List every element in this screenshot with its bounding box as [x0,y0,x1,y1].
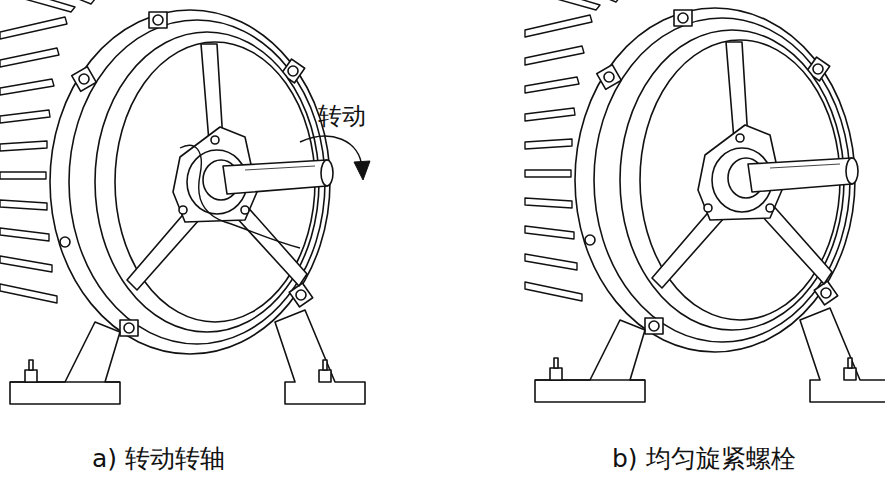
caption-b: b) 均匀旋紧螺栓 [612,444,796,474]
rotate-arrow [300,136,362,168]
cutaway-line [180,145,300,248]
motor-a [0,0,365,404]
rotate-label: 转动 [318,102,366,131]
motor-b [525,0,885,402]
arrow-head [354,161,370,180]
caption-a: a) 转动转轴 [92,444,225,474]
